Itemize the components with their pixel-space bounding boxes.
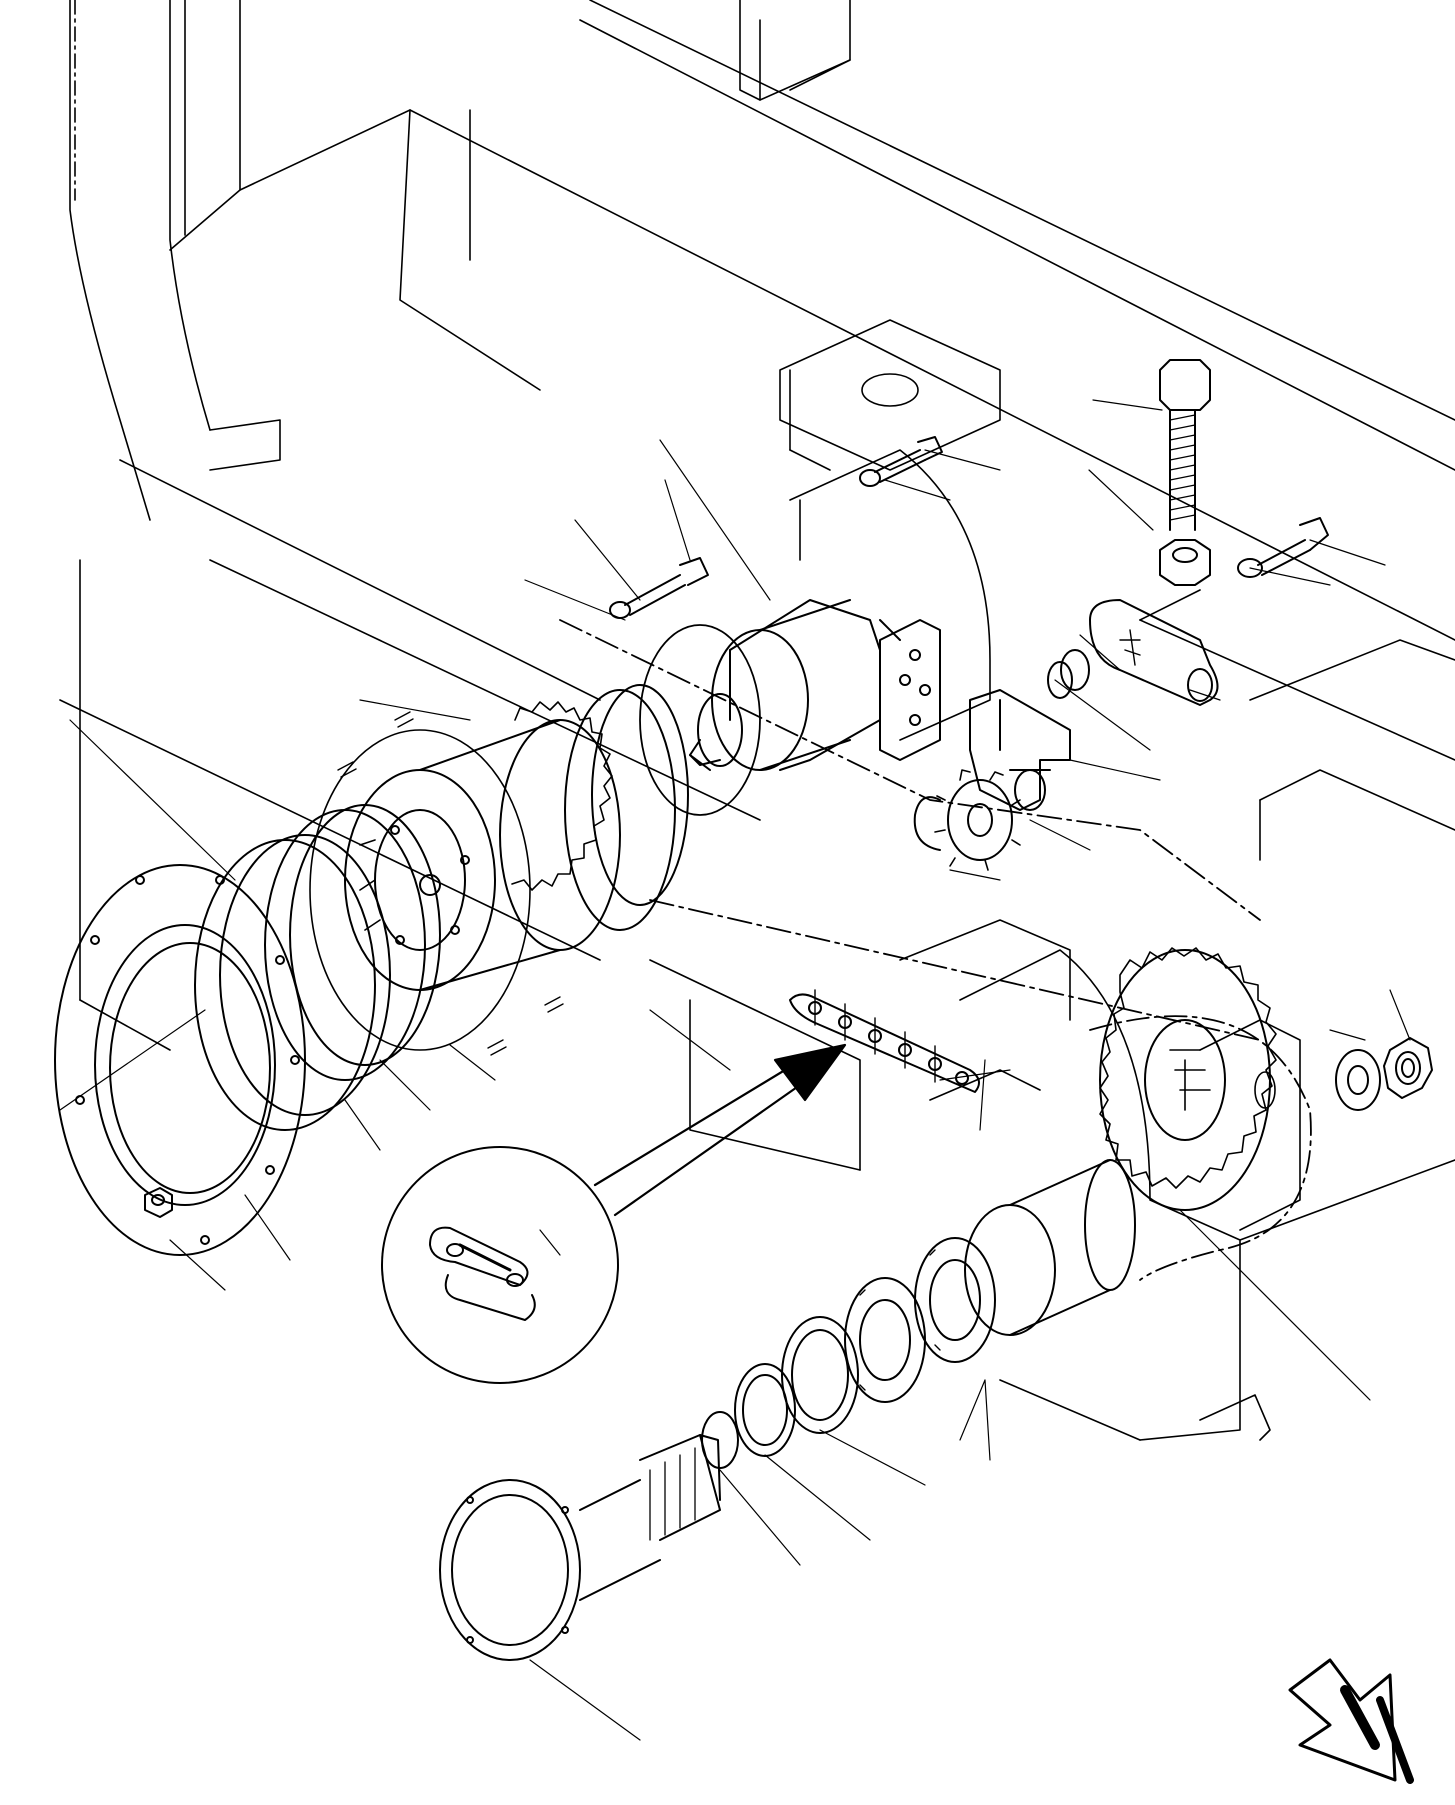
chain-connecting-link-detail (381, 1146, 619, 1384)
bearing-spacer-rings (701, 1316, 859, 1469)
hydraulic-motor (689, 599, 941, 771)
chain-pointer-arrow (593, 1043, 847, 1217)
cover-flange (54, 864, 306, 1256)
idler-sprocket (934, 769, 1021, 871)
bolt-motor (609, 557, 709, 619)
reducer-sprocket-teeth (511, 701, 613, 891)
o-ring-motor (639, 624, 761, 816)
drive-chain-loop (1089, 1015, 1312, 1281)
tensioner-arm (1089, 599, 1219, 706)
leader-lines (59, 399, 1411, 1741)
idler-arm (969, 689, 1071, 811)
bearing-housing (964, 1159, 1136, 1336)
planetary-reducer (344, 684, 689, 991)
snap-ring-idler (913, 796, 941, 851)
flange-nut (144, 1187, 173, 1218)
frame-chassis (59, 0, 1455, 1441)
drive-sprocket (1099, 947, 1277, 1211)
bolt-mount-plate (859, 436, 943, 487)
sprocket-nut-washer (1335, 1037, 1433, 1111)
adjusting-bolt (1159, 359, 1211, 531)
bearing (844, 1237, 996, 1403)
hex-nut-upper (1159, 539, 1211, 586)
seal-rings (194, 804, 441, 1131)
o-ring-reducer (309, 729, 531, 1051)
output-shaft-hub (439, 1434, 721, 1661)
o-rings-tensioner (1047, 649, 1090, 699)
dowel-pins (337, 711, 564, 1056)
orientation-arrow (1288, 1658, 1414, 1784)
